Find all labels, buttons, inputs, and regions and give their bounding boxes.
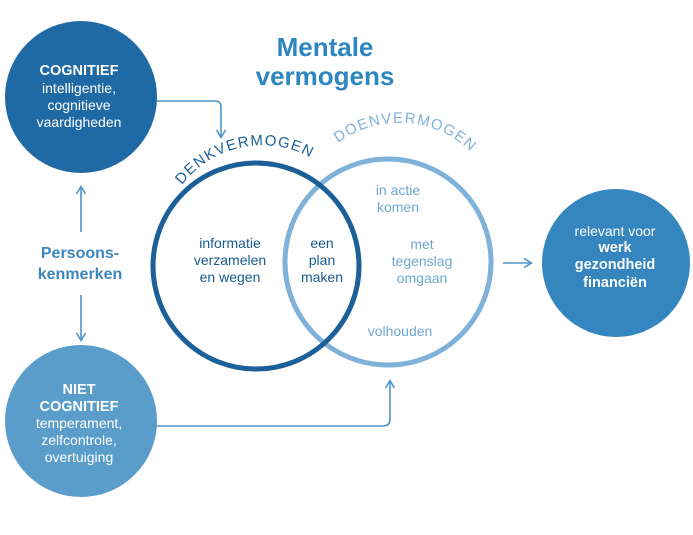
niet-cognitief-line: temperament,: [35, 415, 123, 432]
relevant-text: relevant voor werk gezondheid financiën: [545, 223, 685, 292]
relevant-item-gezondheid: gezondheid: [574, 257, 656, 274]
cognitief-arrow: [157, 100, 221, 137]
page-title: Mentale vermogens: [200, 32, 450, 92]
volhouden-line: volhouden: [367, 323, 433, 339]
doen-item-tegenslag: met tegenslag omgaan: [380, 236, 464, 286]
title-line-1: Mentale: [276, 32, 374, 62]
cognitief-text: COGNITIEF intelligentie, cognitieve vaar…: [8, 63, 150, 131]
doen-item-volhouden: volhouden: [355, 323, 445, 340]
cognitief-line: vaardigheden: [36, 113, 122, 130]
tegenslag-line: omgaan: [396, 269, 448, 286]
actie-line: in actie: [375, 182, 421, 198]
doen-item-actie: in actie komen: [362, 182, 434, 216]
cognitief-line: cognitieve: [47, 97, 111, 114]
niet-cognitief-heading-2: COGNITIEF: [39, 398, 119, 415]
denk-line: verzamelen: [193, 251, 267, 268]
niet-cognitief-text: NIET COGNITIEF temperament, zelfcontrole…: [8, 382, 150, 466]
overlap-line: maken: [300, 268, 344, 285]
persoons-line-1: Persoons-: [40, 245, 120, 262]
cognitief-circle: [5, 21, 157, 173]
relevant-item-werk: werk: [598, 239, 632, 256]
overlap-line: een: [310, 235, 334, 251]
niet-cognitief-heading-1: NIET: [62, 382, 96, 398]
relevant-intro: relevant voor: [574, 223, 656, 239]
denk-line: informatie: [199, 235, 261, 251]
cognitief-heading: COGNITIEF: [39, 63, 119, 79]
overlap-line: plan: [308, 251, 336, 268]
relevant-circle: [542, 189, 690, 337]
niet-cognitief-line: overtuiging: [44, 448, 114, 465]
denkvermogen-text: informatie verzamelen en wegen: [175, 235, 285, 285]
actie-line: komen: [376, 198, 420, 215]
denkvermogen-ring: [150, 160, 362, 372]
tegenslag-line: met: [410, 236, 434, 252]
persoons-line-2: kenmerken: [37, 265, 123, 283]
title-line-2: vermogens: [255, 61, 395, 92]
niet-cognitief-arrow: [155, 381, 390, 427]
persoonskenmerken-label: Persoons- kenmerken: [10, 244, 150, 286]
niet-cognitief-circle: [5, 345, 157, 497]
cognitief-line: intelligentie,: [42, 80, 116, 97]
niet-cognitief-line: zelfcontrole,: [41, 432, 117, 449]
denk-line: en wegen: [199, 268, 261, 285]
tegenslag-line: tegenslag: [391, 252, 453, 269]
overlap-text: een plan maken: [289, 235, 355, 285]
doenvermogen-ring: [282, 156, 494, 368]
relevant-item-financien: financiën: [583, 274, 647, 291]
